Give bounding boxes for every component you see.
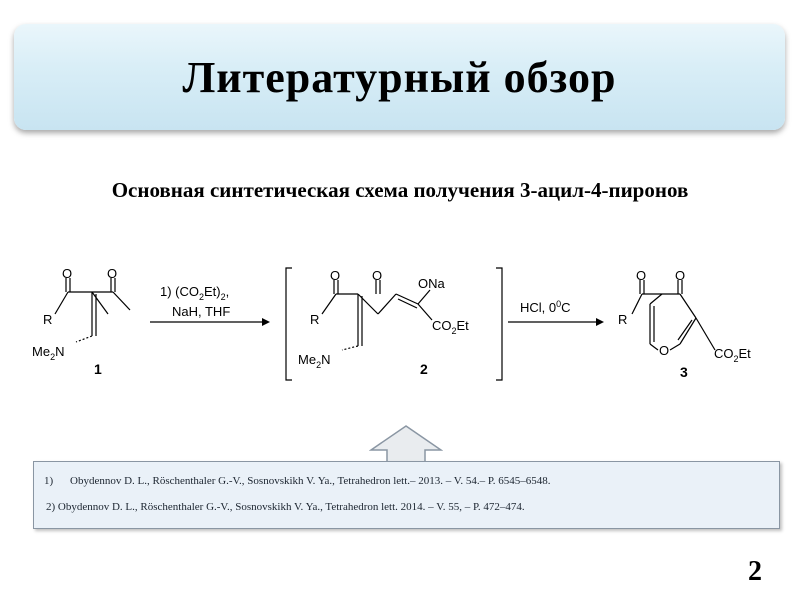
compound-2-o-left: O (330, 268, 340, 283)
scheme-subtitle: Основная синтетическая схема получения 3… (111, 178, 689, 202)
reference-2: 2) Obydennov D. L., Röschenthaler G.-V.,… (46, 501, 525, 513)
bracket-left (285, 267, 292, 381)
compound-1-nme2: Me2N (32, 344, 64, 362)
compound-2-bonds (321, 280, 433, 351)
references-box: 1) Obydennov D. L., Röschenthaler G.-V., … (33, 461, 780, 529)
compound-3-ring-o: O (659, 343, 669, 358)
compound-2-ona: ONa (418, 276, 446, 291)
compound-3-r: R (618, 312, 627, 327)
compound-1-r: R (43, 312, 52, 327)
up-arrow-icon (369, 425, 443, 463)
page-number: 2 (748, 556, 762, 587)
title-banner: Литературный обзор (14, 24, 785, 130)
reference-1: 1) Obydennov D. L., Röschenthaler G.-V., … (44, 475, 550, 487)
compound-3-bonds (631, 280, 716, 351)
slide-title: Литературный обзор (182, 52, 617, 102)
reference-1-number: 1) (44, 475, 54, 487)
compound-2-r: R (310, 312, 319, 327)
compound-1-o-right: O (107, 266, 117, 281)
compound-3-co2et: CO2Et (714, 346, 751, 364)
compound-2-o-mid: O (372, 268, 382, 283)
step1-reagents-line2: NaH, THF (172, 304, 230, 319)
compound-3-o-left: O (636, 268, 646, 283)
compound-3-label: 3 (680, 364, 688, 380)
step1-reagents-line1: 1) (CO2Et)2, (160, 284, 229, 302)
bracket-right (496, 267, 503, 381)
compound-1-bonds (54, 278, 131, 343)
compound-3-o-right: O (675, 268, 685, 283)
compound-1-o-left: O (62, 266, 72, 281)
compound-2-nme2: Me2N (298, 352, 330, 370)
compound-2-co2et: CO2Et (432, 318, 469, 336)
compound-2-label: 2 (420, 361, 428, 377)
reference-1-text: Obydennov D. L., Röschenthaler G.-V., So… (70, 475, 551, 487)
reaction-scheme: O O R Me2N 1 1) (CO2Et)2, NaH, THF O O O… (32, 266, 751, 381)
compound-1-label: 1 (94, 361, 102, 377)
step2-reagents: HCl, 00C (520, 299, 571, 315)
